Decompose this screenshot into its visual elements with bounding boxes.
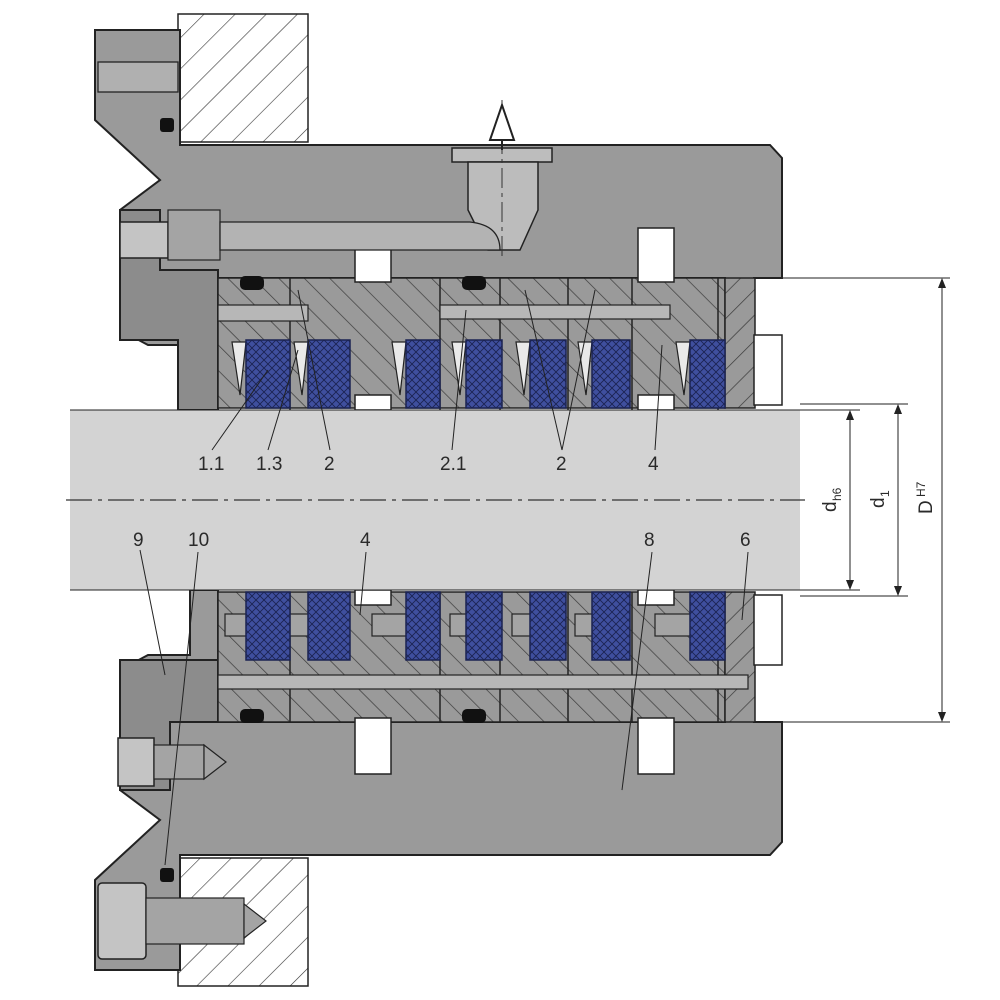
label-part-10: 10 xyxy=(188,530,209,551)
seal-rings-bottom xyxy=(245,591,726,661)
label-part-4-bottom: 4 xyxy=(360,530,371,551)
housing-wall xyxy=(177,13,309,987)
svg-text:d: d xyxy=(820,501,841,512)
label-part-2-1: 2.1 xyxy=(440,454,466,475)
label-part-6: 6 xyxy=(740,530,751,551)
label-part-9: 9 xyxy=(133,530,144,551)
tie-rod xyxy=(217,304,749,690)
flange-screw-bottom xyxy=(97,882,267,960)
label-part-1-1: 1.1 xyxy=(198,454,224,475)
label-part-2-b: 2 xyxy=(556,454,567,475)
flange-screw-top xyxy=(97,61,179,93)
seal-rings-top xyxy=(245,339,726,409)
label-part-4-top: 4 xyxy=(648,454,659,475)
end-ring xyxy=(724,277,783,723)
o-rings xyxy=(160,118,486,882)
dimension-lines xyxy=(782,277,950,723)
svg-text:1: 1 xyxy=(878,490,892,497)
label-part-8: 8 xyxy=(644,530,655,551)
label-part-1-3: 1.3 xyxy=(256,454,282,475)
dim-label-dh6: d h6 xyxy=(820,487,844,512)
shaft xyxy=(66,409,805,591)
svg-text:H7: H7 xyxy=(914,481,928,497)
gland-bolt-bottom xyxy=(117,737,227,787)
leader-lines xyxy=(139,289,749,866)
flow-arrow-icon xyxy=(488,101,516,150)
svg-text:D: D xyxy=(916,500,937,514)
dim-label-d1: d 1 xyxy=(868,490,892,508)
gland-bolt-top xyxy=(119,209,501,261)
svg-text:d: d xyxy=(868,497,889,508)
svg-text:h6: h6 xyxy=(830,487,844,501)
label-part-2-a: 2 xyxy=(324,454,335,475)
dim-label-DH7: D H7 xyxy=(914,481,937,514)
